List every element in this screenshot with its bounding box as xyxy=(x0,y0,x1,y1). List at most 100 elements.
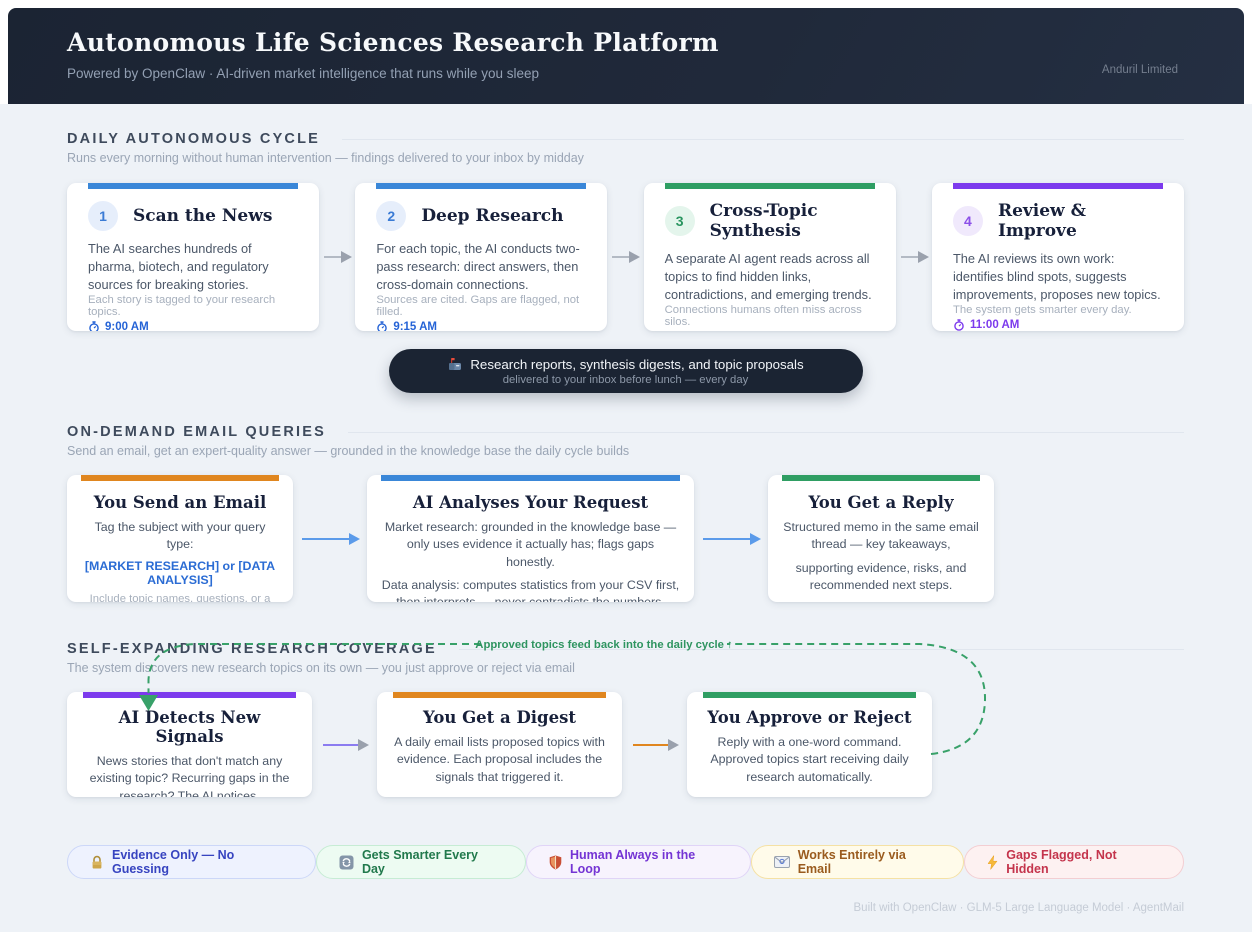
mailbox-icon xyxy=(449,357,462,370)
pill-label: Evidence Only — No Guessing xyxy=(112,848,235,876)
section-ondemand-title: ON-DEMAND EMAIL QUERIES xyxy=(67,424,326,440)
pill-label: Gaps Flagged, Not Hidden xyxy=(1006,848,1117,876)
step-number-badge: 3 xyxy=(664,206,695,236)
page: Autonomous Life Sciences Research Platfo… xyxy=(0,8,1252,946)
card-body: supporting evidence, risks, and recommen… xyxy=(795,560,967,593)
section-selfexpanding-title: SELF-EXPANDING RESEARCH COVERAGE xyxy=(67,641,437,657)
card-title: You Send an Email xyxy=(93,493,267,512)
card-body: News stories that don't match any existi… xyxy=(89,754,290,797)
arrow-right-icon xyxy=(900,251,929,263)
step-number-badge: 1 xyxy=(88,201,118,231)
pill-evidence-only: Evidence Only — No Guessing xyxy=(67,845,316,879)
flow-arrow xyxy=(694,475,768,602)
card-title: AI Analyses Your Request xyxy=(412,493,649,512)
flow-arrow xyxy=(622,692,687,797)
card-body: The AI searches hundreds of pharma, biot… xyxy=(88,241,269,293)
card-title: Review & Improve xyxy=(997,201,1086,241)
card-title: You Get a Reply xyxy=(808,493,954,512)
card-note: Sources are cited. Gaps are flagged, not… xyxy=(376,294,580,319)
flow-arrow xyxy=(312,692,377,797)
pill-gaps-flagged: Gaps Flagged, Not Hidden xyxy=(964,845,1184,879)
card-cross-topic-synthesis: 3 Cross-Topic Synthesis A separate AI ag… xyxy=(643,183,896,331)
email-icon xyxy=(773,856,790,868)
card-ai-detects-new-signals: AI Detects New Signals News stories that… xyxy=(67,692,312,797)
page-header: Autonomous Life Sciences Research Platfo… xyxy=(8,8,1244,104)
daily-cycle-row: 1 Scan the News The AI searches hundreds… xyxy=(67,183,1184,331)
card-you-approve-or-reject: You Approve or Reject Reply with a one-w… xyxy=(687,692,932,797)
selfexpanding-row: AI Detects New Signals News stories that… xyxy=(67,692,1184,797)
banner-line2: delivered to your inbox before lunch — e… xyxy=(502,373,749,386)
divider xyxy=(347,431,1184,433)
stopwatch-icon xyxy=(89,321,99,331)
card-time-label: 9:15 AM xyxy=(393,321,437,331)
card-deep-research: 2 Deep Research For each topic, the AI c… xyxy=(355,183,608,331)
card-title: You Get a Digest xyxy=(422,708,576,727)
refresh-icon xyxy=(339,855,354,869)
arrow-right-icon xyxy=(322,738,369,751)
arrow-right-icon xyxy=(703,532,761,545)
card-title: Deep Research xyxy=(421,206,564,226)
stopwatch-icon xyxy=(377,321,388,331)
flow-arrow xyxy=(900,183,929,331)
card-body: Reply with a one-word command. Approved … xyxy=(710,735,909,784)
card-accent-bar xyxy=(381,475,680,481)
principles-row: Evidence Only — No Guessing Gets Smarter… xyxy=(67,845,1184,879)
main-content: DAILY AUTONOMOUS CYCLE Runs every mornin… xyxy=(0,104,1252,932)
card-body: A separate AI agent reads across all top… xyxy=(664,251,872,303)
divider xyxy=(458,648,1184,650)
card-time: 9:15 AM xyxy=(376,321,586,331)
pill-label: Gets Smarter Every Day xyxy=(361,848,478,876)
step-number-badge: 4 xyxy=(952,206,983,236)
shield-icon xyxy=(549,855,562,869)
card-scan-the-news: 1 Scan the News The AI searches hundreds… xyxy=(67,183,319,331)
card-accent-bar xyxy=(83,692,296,698)
arrow-right-icon xyxy=(302,532,360,545)
card-accent-bar xyxy=(952,183,1163,189)
card-body: For each topic, the AI conducts two-pass… xyxy=(376,241,580,293)
section-daily-header: DAILY AUTONOMOUS CYCLE xyxy=(67,131,1184,147)
card-time-label: 11:00 AM xyxy=(969,319,1020,331)
card-note: Connections humans often miss across sil… xyxy=(664,304,862,329)
card-note: Include topic names, questions, or a CSV… xyxy=(89,592,271,602)
footer-credits: Built with OpenClaw · GLM-5 Large Langua… xyxy=(853,902,1184,914)
card-body: A daily email lists proposed topics with… xyxy=(394,735,605,784)
flow-arrow xyxy=(612,183,641,331)
card-time-label: 9:00 AM xyxy=(105,321,149,331)
card-accent-bar xyxy=(81,475,279,481)
divider xyxy=(342,138,1184,140)
delivery-banner: Research reports, synthesis digests, and… xyxy=(388,349,863,393)
section-selfexpanding-subtitle: The system discovers new research topics… xyxy=(67,661,575,675)
step-number-badge: 2 xyxy=(376,201,407,231)
banner-line1: Research reports, synthesis digests, and… xyxy=(470,356,804,372)
pill-label: Works Entirely via Email xyxy=(797,848,906,876)
card-body: Data analysis: computes statistics from … xyxy=(381,578,680,602)
card-review-improve: 4 Review & Improve The AI reviews its ow… xyxy=(931,183,1184,331)
card-note: Each story is tagged to your research to… xyxy=(88,294,276,319)
card-ai-analyses-request: AI Analyses Your Request Market research… xyxy=(367,475,694,602)
card-note: The system gets smarter every day. xyxy=(952,304,1132,317)
query-type-highlight: [MARKET RESEARCH] or [DATA ANALYSIS] xyxy=(84,558,276,587)
section-daily-subtitle: Runs every morning without human interve… xyxy=(67,151,584,165)
flow-arrow xyxy=(293,475,367,602)
pill-human-in-loop: Human Always in the Loop xyxy=(525,845,751,879)
section-selfexpanding-header: SELF-EXPANDING RESEARCH COVERAGE xyxy=(67,641,1184,657)
page-title: Autonomous Life Sciences Research Platfo… xyxy=(67,28,719,57)
ondemand-row: You Send an Email Tag the subject with y… xyxy=(67,475,1184,602)
card-you-get-a-reply: You Get a Reply Structured memo in the s… xyxy=(768,475,994,602)
card-title: AI Detects New Signals xyxy=(118,708,261,746)
card-you-get-a-digest: You Get a Digest A daily email lists pro… xyxy=(377,692,622,797)
card-body: Tag the subject with your query type: xyxy=(94,520,266,552)
card-accent-bar xyxy=(782,475,980,481)
flow-arrow xyxy=(324,183,353,331)
lock-icon xyxy=(92,855,102,868)
card-accent-bar xyxy=(664,183,875,189)
pill-gets-smarter: Gets Smarter Every Day xyxy=(315,845,526,879)
arrow-right-icon xyxy=(612,251,641,263)
pill-works-via-email: Works Entirely via Email xyxy=(750,845,965,879)
card-body: Market research: grounded in the knowled… xyxy=(384,520,677,569)
section-daily-title: DAILY AUTONOMOUS CYCLE xyxy=(67,131,321,147)
arrow-right-icon xyxy=(324,251,353,263)
stopwatch-icon xyxy=(954,319,964,331)
card-accent-bar xyxy=(703,692,916,698)
pill-label: Human Always in the Loop xyxy=(569,848,696,876)
